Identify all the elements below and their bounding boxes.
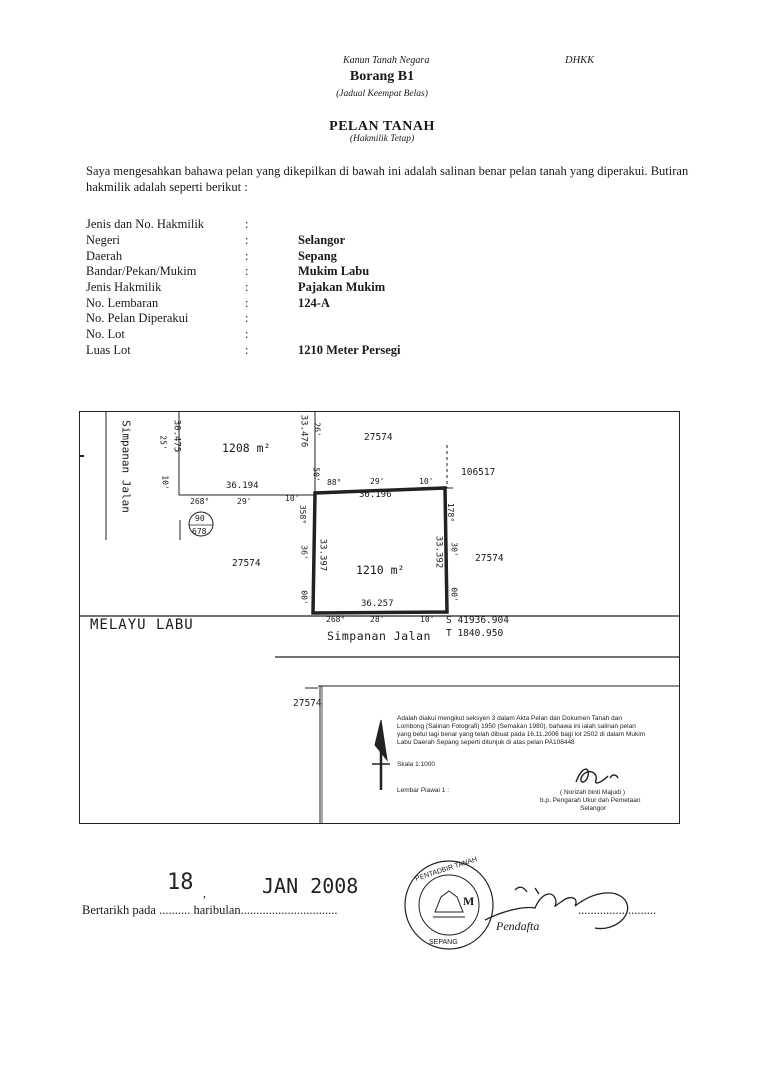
- dots: ...............................: [240, 903, 338, 917]
- bearing-label: 28': [370, 615, 385, 624]
- detail-label: Negeri: [86, 233, 121, 247]
- form-title: Borang B1: [349, 69, 415, 84]
- intro-paragraph: Saya mengesahkan bahawa pelan yang dikep…: [86, 164, 689, 194]
- stamp-day: 18: [167, 870, 194, 895]
- bearing-label: 26': [312, 422, 322, 437]
- bearing-label: 00': [299, 590, 309, 605]
- detail-value: Sepang: [298, 249, 337, 263]
- lot-number: 106517: [461, 467, 496, 478]
- signer-title: b.p. Pengarah Ukur dan Pemetaan: [540, 797, 641, 804]
- detail-label: No. Lot: [86, 327, 125, 341]
- bearing-label: 10': [160, 475, 170, 490]
- signature-dots: .........................: [578, 903, 657, 917]
- detail-label: Daerah: [86, 249, 123, 263]
- detail-label: Bandar/Pekan/Mukim: [86, 264, 197, 278]
- land-office-seal: [404, 860, 494, 950]
- signer-state: Selangor: [580, 805, 607, 812]
- detail-colon: :: [245, 280, 249, 294]
- detail-colon: :: [245, 233, 249, 247]
- detail-colon: :: [245, 343, 249, 357]
- coordinate-s: S 41936.904: [446, 615, 509, 626]
- lot-circle-top: 90: [195, 514, 205, 523]
- schedule-label: (Jadual Keempat Belas): [336, 89, 428, 99]
- document-subtitle: (Hakmilik Tetap): [349, 134, 415, 144]
- bearing-label: 29': [370, 477, 385, 486]
- act-name: Kanun Tanah Negara: [343, 55, 430, 66]
- distance-label: 30.475: [171, 419, 182, 453]
- detail-colon: :: [245, 264, 249, 278]
- dots: ..........: [155, 903, 191, 917]
- lot-number: 27574: [232, 558, 261, 569]
- distance-label: 36.194: [226, 481, 259, 491]
- bearing-label: 10': [420, 615, 435, 624]
- coordinate-t: T 1840.950: [446, 628, 504, 639]
- distance-label: 33.397: [317, 538, 328, 572]
- lot-number: 27574: [293, 698, 322, 709]
- stamp-dot: ,: [203, 886, 206, 900]
- road-reserve-vertical: Simpanan Jalan: [119, 420, 133, 513]
- certification-text: Adalah diakui mengikut seksyen 3 dalam A…: [397, 715, 646, 746]
- detail-value: Pajakan Mukim: [298, 280, 386, 294]
- bearing-label: 29': [237, 497, 252, 506]
- dated-label: Bertarikh pada .......... haribulan.....…: [82, 903, 338, 918]
- bearing-label: 00': [449, 587, 459, 602]
- signer-name: ( Norizah binti Majudi ): [560, 789, 626, 796]
- seal-center-letter: M: [463, 894, 475, 908]
- melayu-labu-label: MELAYU LABU: [90, 617, 194, 633]
- haribulan-label: haribulan: [193, 903, 241, 917]
- detail-value: Selangor: [298, 233, 346, 247]
- stamp-month-year: JAN 2008: [262, 874, 359, 898]
- area-label: 1210 m²: [356, 563, 405, 577]
- distance-label: 36.196: [359, 490, 392, 500]
- bearing-label: 88°: [327, 478, 342, 487]
- detail-value: 1210 Meter Persegi: [298, 343, 401, 357]
- detail-colon: :: [245, 249, 249, 263]
- bearing-label: 268°: [190, 497, 210, 506]
- detail-value: Mukim Labu: [298, 264, 370, 278]
- lot-number: 27574: [475, 553, 504, 564]
- bearing-label: 268°: [326, 615, 346, 624]
- bearing-label: 30': [449, 542, 459, 557]
- bearing-label: 36': [299, 545, 309, 560]
- detail-value: 124-A: [298, 296, 330, 310]
- detail-label: Luas Lot: [86, 343, 131, 357]
- bearing-label: 10': [419, 477, 434, 486]
- distance-label: 36.257: [361, 599, 394, 609]
- dated-prefix: Bertarikh pada: [82, 903, 156, 917]
- detail-label: No. Lembaran: [86, 296, 159, 310]
- distance-label: 33.476: [298, 414, 309, 448]
- document-code: DHKK: [565, 55, 595, 66]
- detail-colon: :: [245, 296, 249, 310]
- detail-label: Jenis Hakmilik: [86, 280, 162, 294]
- registrar-label: Pendafta: [496, 919, 540, 933]
- detail-colon: :: [245, 217, 249, 231]
- bearing-label: 10': [285, 494, 300, 503]
- seal-bottom-text: SEPANG: [429, 939, 458, 946]
- detail-label: No. Pelan Diperakui: [86, 311, 189, 325]
- bearing-label: 25': [158, 435, 168, 450]
- distance-label: 33.392: [433, 535, 444, 569]
- bearing-label: 50': [311, 467, 321, 482]
- bearing-label: 358°: [298, 504, 308, 525]
- sheet-label: Lembar Piawai 1 :: [397, 787, 450, 794]
- bearing-label: 178°: [446, 502, 456, 523]
- surveyor-signature: [575, 768, 619, 784]
- detail-colon: :: [245, 327, 249, 341]
- registrar-signature: [484, 886, 629, 930]
- detail-label: Jenis dan No. Hakmilik: [86, 217, 205, 231]
- area-label: 1208 m²: [222, 441, 271, 455]
- land-plan-frame: [79, 411, 680, 824]
- lot-circle-bottom: 678: [192, 527, 207, 536]
- scale-label: Skala 1:1000: [397, 761, 435, 768]
- document-title: PELAN TANAH: [329, 119, 435, 134]
- lot-number: 27574: [364, 432, 393, 443]
- road-reserve-bottom: Simpanan Jalan: [327, 629, 431, 643]
- detail-colon: :: [245, 311, 249, 325]
